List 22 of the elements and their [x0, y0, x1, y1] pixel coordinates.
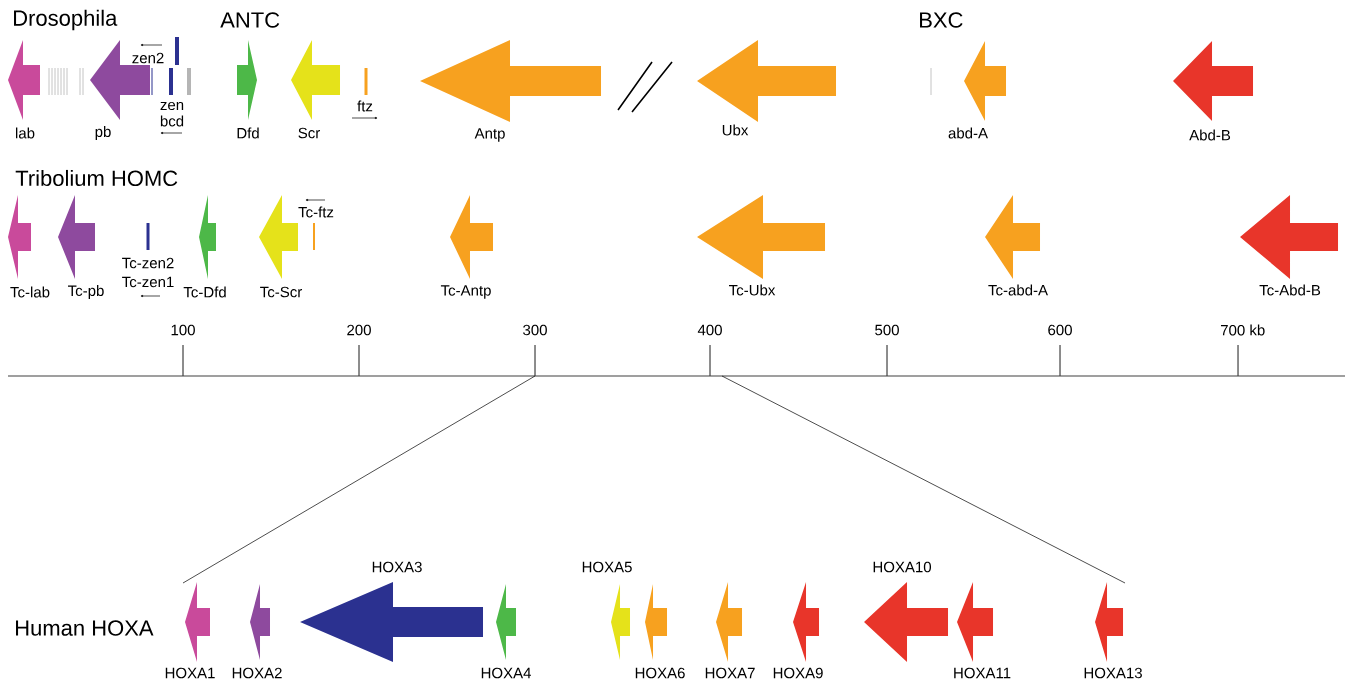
tick-label: 400 — [697, 324, 722, 336]
gene-bar: zen — [160, 68, 184, 111]
tick-label: 700 kb — [1221, 324, 1265, 336]
node-label: Tc-zen2 — [122, 257, 174, 269]
cluster-title: Drosophila — [14, 9, 118, 31]
tick-label: 500 — [875, 324, 899, 336]
tick-label: 600 — [1048, 324, 1072, 336]
node-label: Tc-zen1 — [122, 276, 174, 288]
cluster-title: BXC — [920, 12, 963, 28]
tick-label: 200 — [347, 324, 371, 336]
gene-bar: Tc-zen2 Tc-zen1 — [122, 223, 174, 288]
node-label: ftz — [357, 100, 373, 112]
node-label: Tc-ftz — [298, 206, 334, 218]
cluster-title: Tribolium HOMC — [15, 169, 178, 187]
tick-label: 300 — [523, 324, 547, 336]
node-label: bcd — [160, 115, 184, 127]
gene-bar: ftz — [357, 68, 373, 112]
gene-bar: Tc-ftz — [298, 206, 334, 250]
tick-label: 100 — [171, 324, 195, 336]
cluster-title: Human HOXA — [16, 620, 154, 636]
node-label: zen — [160, 101, 184, 111]
cluster-title: ANTC — [220, 12, 280, 28]
